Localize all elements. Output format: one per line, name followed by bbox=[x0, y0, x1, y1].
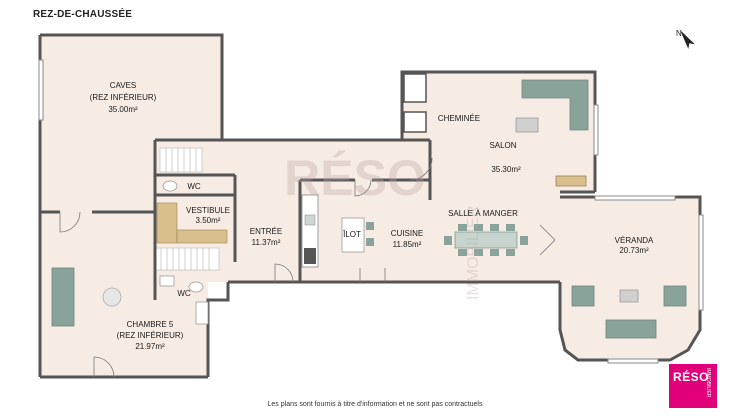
brand-logo: RÉSO IMMOBILIER bbox=[669, 364, 717, 408]
bedroom-furniture bbox=[51, 267, 209, 327]
cuisine-name: CUISINE bbox=[391, 229, 423, 238]
disclaimer-footer: Les plans sont fournis à titre d'informa… bbox=[267, 401, 483, 408]
floors bbox=[40, 35, 700, 377]
salle-label: SALLE À MANGER bbox=[448, 209, 518, 218]
walls bbox=[38, 33, 597, 379]
entree-name: ENTRÉE bbox=[250, 227, 282, 236]
windows bbox=[38, 59, 704, 364]
chambre-area: 21.97m² bbox=[135, 342, 165, 351]
staircase-bottom bbox=[154, 247, 220, 271]
watermark-brand: RÉSO bbox=[284, 150, 426, 206]
compass-label: N bbox=[676, 29, 682, 38]
logo-brand: RÉSO bbox=[673, 370, 710, 384]
staircase-top bbox=[159, 147, 203, 173]
watermark-sub: IMMOBILIER bbox=[465, 206, 482, 300]
wc-fixtures bbox=[159, 180, 204, 293]
salon-sofa bbox=[515, 79, 589, 187]
compass-icon: N bbox=[676, 29, 695, 49]
caves-area: 35.00m² bbox=[108, 105, 138, 114]
dining-table bbox=[444, 224, 528, 256]
fireplace bbox=[403, 73, 427, 133]
caves-name: CAVES bbox=[110, 81, 137, 90]
chambre-name: CHAMBRE 5 bbox=[127, 320, 174, 329]
logo-sub: IMMOBILIER bbox=[705, 368, 711, 398]
floor-salon bbox=[402, 72, 595, 282]
salon-name: SALON bbox=[489, 141, 516, 150]
wc2-label: WC bbox=[177, 289, 191, 298]
floor-caves bbox=[40, 35, 222, 212]
kitchen-counter bbox=[301, 194, 319, 268]
room-labels: CAVES (REZ INFÉRIEUR) 35.00m² WC VESTIBU… bbox=[90, 81, 654, 351]
salon-area: 35.30m² bbox=[491, 165, 521, 174]
chambre-sub: (REZ INFÉRIEUR) bbox=[117, 331, 184, 340]
veranda-area: 20.73m² bbox=[619, 246, 649, 255]
cuisine-area: 11.85m² bbox=[393, 240, 422, 249]
entree-area: 11.37m² bbox=[252, 238, 281, 247]
vestibule-area: 3.50m² bbox=[196, 216, 221, 225]
floor-veranda bbox=[560, 197, 700, 360]
kitchen-island bbox=[341, 217, 374, 253]
vestibule-name: VESTIBULE bbox=[186, 206, 230, 215]
veranda-name: VÉRANDA bbox=[615, 236, 654, 245]
wc1-label: WC bbox=[187, 182, 201, 191]
floor-plan-title: REZ-DE-CHAUSSÉE bbox=[33, 9, 133, 20]
ilot-label: ÎLOT bbox=[342, 230, 361, 239]
cheminee-label: CHEMINÉE bbox=[438, 114, 480, 123]
vestibule-cabinets bbox=[156, 202, 228, 244]
caves-sub: (REZ INFÉRIEUR) bbox=[90, 93, 157, 102]
doors bbox=[59, 157, 556, 378]
veranda-furniture bbox=[571, 285, 687, 339]
